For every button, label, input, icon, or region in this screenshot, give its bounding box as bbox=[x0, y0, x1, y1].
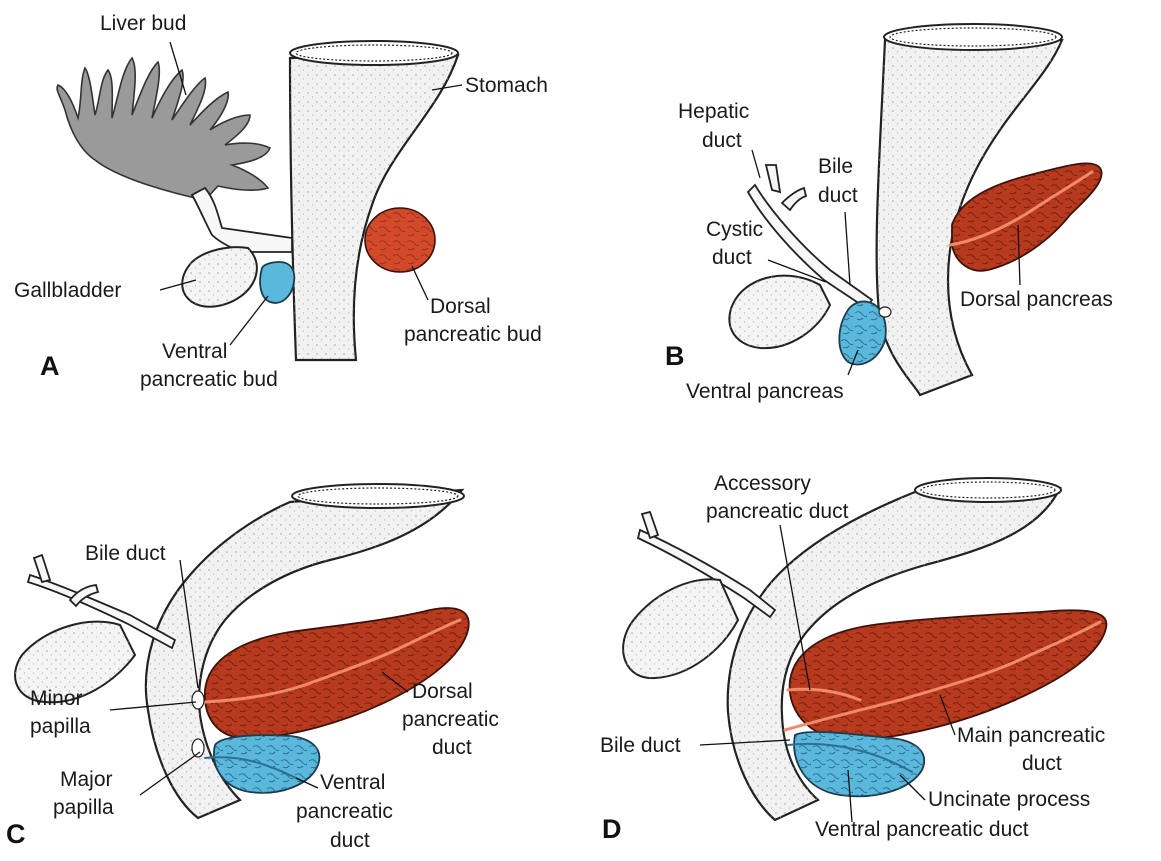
label-accessory-d-2: pancreatic duct bbox=[706, 500, 849, 523]
label-dorsal-duct-c-3: duct bbox=[432, 736, 472, 759]
label-ventral-duct-d: Ventral pancreatic duct bbox=[815, 818, 1029, 841]
label-main-d-1: Main pancreatic bbox=[957, 724, 1105, 747]
label-dorsal-duct-c-1: Dorsal bbox=[412, 680, 473, 703]
label-dorsal-pancreas-b: Dorsal pancreas bbox=[960, 288, 1113, 311]
label-main-d-2: duct bbox=[1022, 752, 1062, 775]
label-bile-duct-c: Bile duct bbox=[85, 542, 166, 565]
label-ventral-duct-c-1: Ventral bbox=[320, 771, 385, 794]
label-cystic-b-1: Cystic bbox=[706, 218, 763, 241]
panel-letter-b: B bbox=[665, 341, 685, 371]
label-bile-b-1: Bile bbox=[818, 155, 853, 178]
label-ventral-a-1: Ventral bbox=[162, 340, 227, 363]
label-uncinate-d: Uncinate process bbox=[928, 788, 1090, 811]
panel-a: A Liver bud Stomach Gallbladder Ventral … bbox=[14, 12, 548, 391]
label-minor-c-1: Minor bbox=[30, 687, 83, 710]
label-liver-bud: Liver bud bbox=[100, 12, 186, 35]
liver-bud-shape bbox=[57, 58, 270, 200]
label-hepatic-b-2: duct bbox=[702, 129, 742, 152]
label-cystic-b-2: duct bbox=[712, 246, 752, 269]
ventral-pancreatic-bud-a bbox=[260, 262, 294, 303]
label-ventral-pancreas-b: Ventral pancreas bbox=[686, 380, 844, 403]
label-ventral-duct-c-3: duct bbox=[330, 829, 370, 852]
label-minor-c-2: papilla bbox=[30, 715, 91, 738]
panel-c: C Bile duct Minor papilla Major papilla … bbox=[6, 484, 499, 852]
label-dorsal-a-2: pancreatic bud bbox=[404, 323, 542, 346]
label-ventral-a-2: pancreatic bud bbox=[140, 368, 278, 391]
label-major-c-2: papilla bbox=[53, 796, 114, 819]
panel-letter-c: C bbox=[6, 819, 26, 849]
panel-b: B Hepatic duct Bile duct Cystic duct Dor… bbox=[665, 24, 1113, 403]
label-stomach-a: Stomach bbox=[465, 74, 548, 97]
label-bile-b-2: duct bbox=[818, 184, 858, 207]
label-major-c-1: Major bbox=[60, 768, 113, 791]
panel-letter-d: D bbox=[602, 814, 622, 844]
label-ventral-duct-c-2: pancreatic bbox=[296, 800, 393, 823]
panel-d: D Accessory pancreatic duct Bile duct Ma… bbox=[600, 472, 1106, 844]
panel-letter-a: A bbox=[40, 351, 60, 381]
label-dorsal-duct-c-2: pancreatic bbox=[402, 708, 499, 731]
liver-stalk bbox=[192, 188, 292, 252]
label-gallbladder-a: Gallbladder bbox=[14, 279, 121, 302]
label-bile-duct-d: Bile duct bbox=[600, 734, 681, 757]
label-hepatic-b-1: Hepatic bbox=[678, 100, 749, 123]
label-dorsal-a-1: Dorsal bbox=[430, 295, 491, 318]
label-accessory-d-1: Accessory bbox=[714, 472, 811, 495]
